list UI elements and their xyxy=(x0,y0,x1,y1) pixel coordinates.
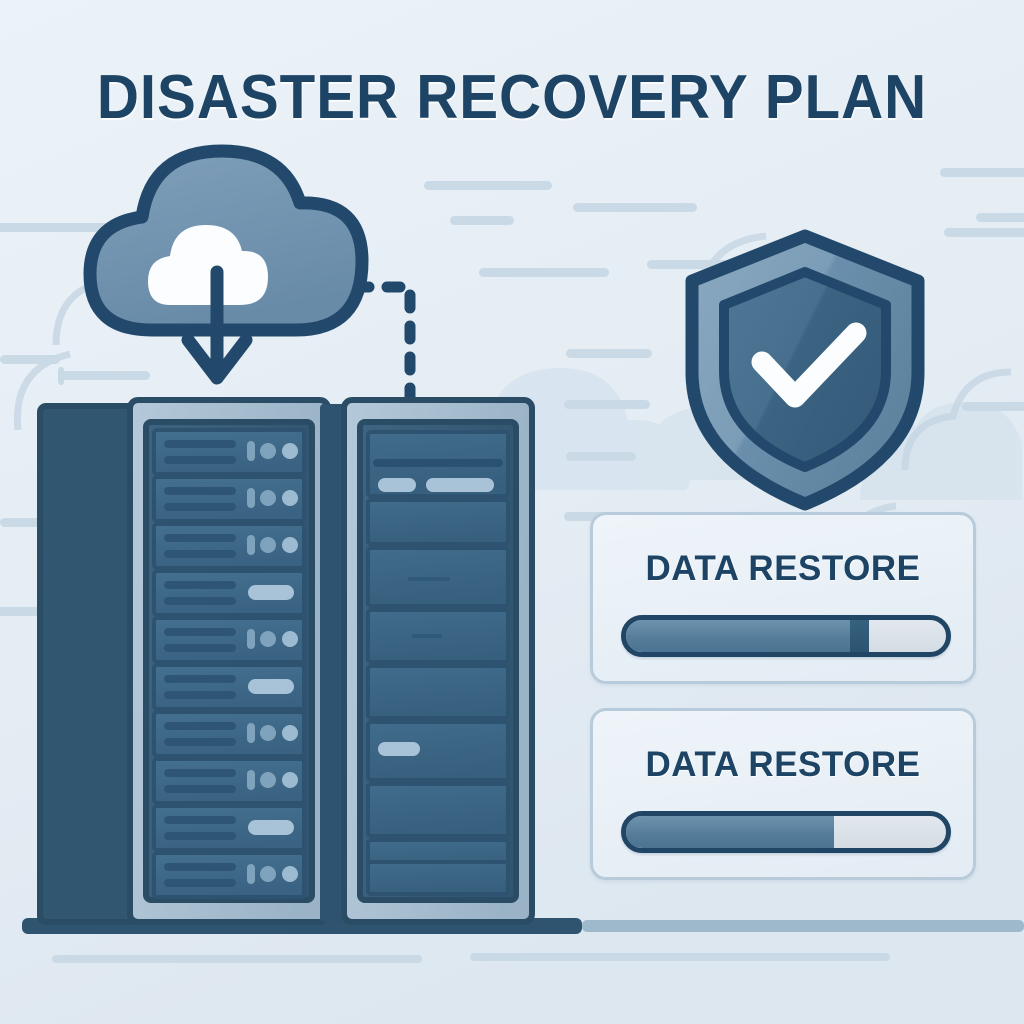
server-rack-right xyxy=(320,397,535,925)
rack-slot xyxy=(152,851,306,899)
background-dash-marks xyxy=(0,168,1024,963)
rack-slot xyxy=(366,860,510,896)
server-rack-left xyxy=(37,397,331,925)
rack-slot xyxy=(152,616,306,664)
progress-bar-fill xyxy=(626,816,834,848)
rack-slot xyxy=(366,782,510,838)
rack-slot xyxy=(152,475,306,523)
progress-bar-fill xyxy=(626,620,850,652)
rack-slot xyxy=(366,608,510,664)
progress-bar-1[interactable] xyxy=(621,615,951,657)
rack-slot xyxy=(152,757,306,805)
cloud-download-icon xyxy=(83,144,369,385)
card-title: DATA RESTORE xyxy=(645,745,921,784)
shield-check-icon xyxy=(685,229,925,511)
rack-slot xyxy=(152,428,306,476)
progress-bar-segment xyxy=(850,620,870,652)
rack-slot xyxy=(152,804,306,852)
progress-bar-2[interactable] xyxy=(621,811,951,853)
download-arrow-icon xyxy=(181,265,253,385)
rack-slot xyxy=(366,430,510,498)
rack-slot-group-left xyxy=(152,428,306,899)
rack-slot xyxy=(366,546,510,608)
rack-slot xyxy=(366,720,510,782)
rack-slot xyxy=(152,522,306,570)
rack-slot xyxy=(366,664,510,720)
rack-slot xyxy=(152,710,306,758)
data-restore-card-2[interactable]: DATA RESTORE xyxy=(590,708,976,880)
rack-slot xyxy=(152,663,306,711)
rack-slot-group-right xyxy=(366,430,510,896)
rack-slot xyxy=(366,498,510,546)
card-title: DATA RESTORE xyxy=(645,549,921,588)
data-restore-card-1[interactable]: DATA RESTORE xyxy=(590,512,976,684)
page-title: DISASTER RECOVERY PLAN xyxy=(96,63,928,132)
dashed-connector-line xyxy=(350,281,416,416)
rack-slot xyxy=(152,569,306,617)
